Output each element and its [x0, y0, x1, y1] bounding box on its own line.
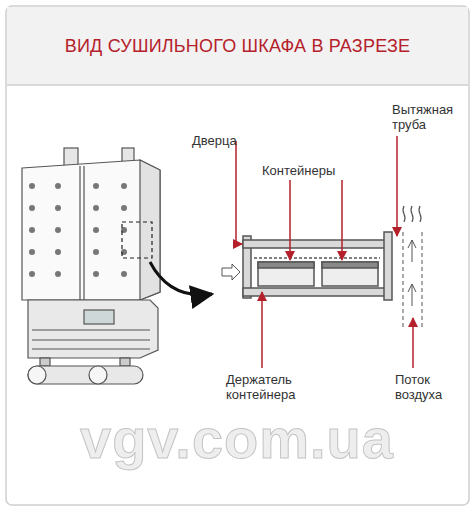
zoom-arrow [150, 262, 212, 295]
watermark: vgv.com.ua [80, 406, 394, 471]
cross-section [222, 206, 422, 330]
part-label: Контейнеры [262, 163, 335, 178]
part-label: Дверца [192, 133, 237, 148]
leader-line [289, 180, 291, 260]
title-band [7, 7, 468, 85]
frame [6, 6, 469, 505]
part-label: Поток воздуха [395, 372, 459, 402]
title: ВИД СУШИЛЬНОГО ШКАФА В РАЗРЕЗЕ [65, 36, 410, 57]
leader-line [396, 136, 398, 236]
part-label: Держатель контейнера [226, 372, 322, 402]
divider [7, 84, 468, 86]
leader-line [412, 318, 414, 368]
cabinet-illustration [22, 148, 160, 384]
leader-line [261, 292, 263, 368]
leader-line [235, 141, 237, 244]
leader-lines [236, 136, 413, 368]
leader-line [341, 180, 343, 260]
part-label: Вытяжная труба [392, 102, 466, 132]
